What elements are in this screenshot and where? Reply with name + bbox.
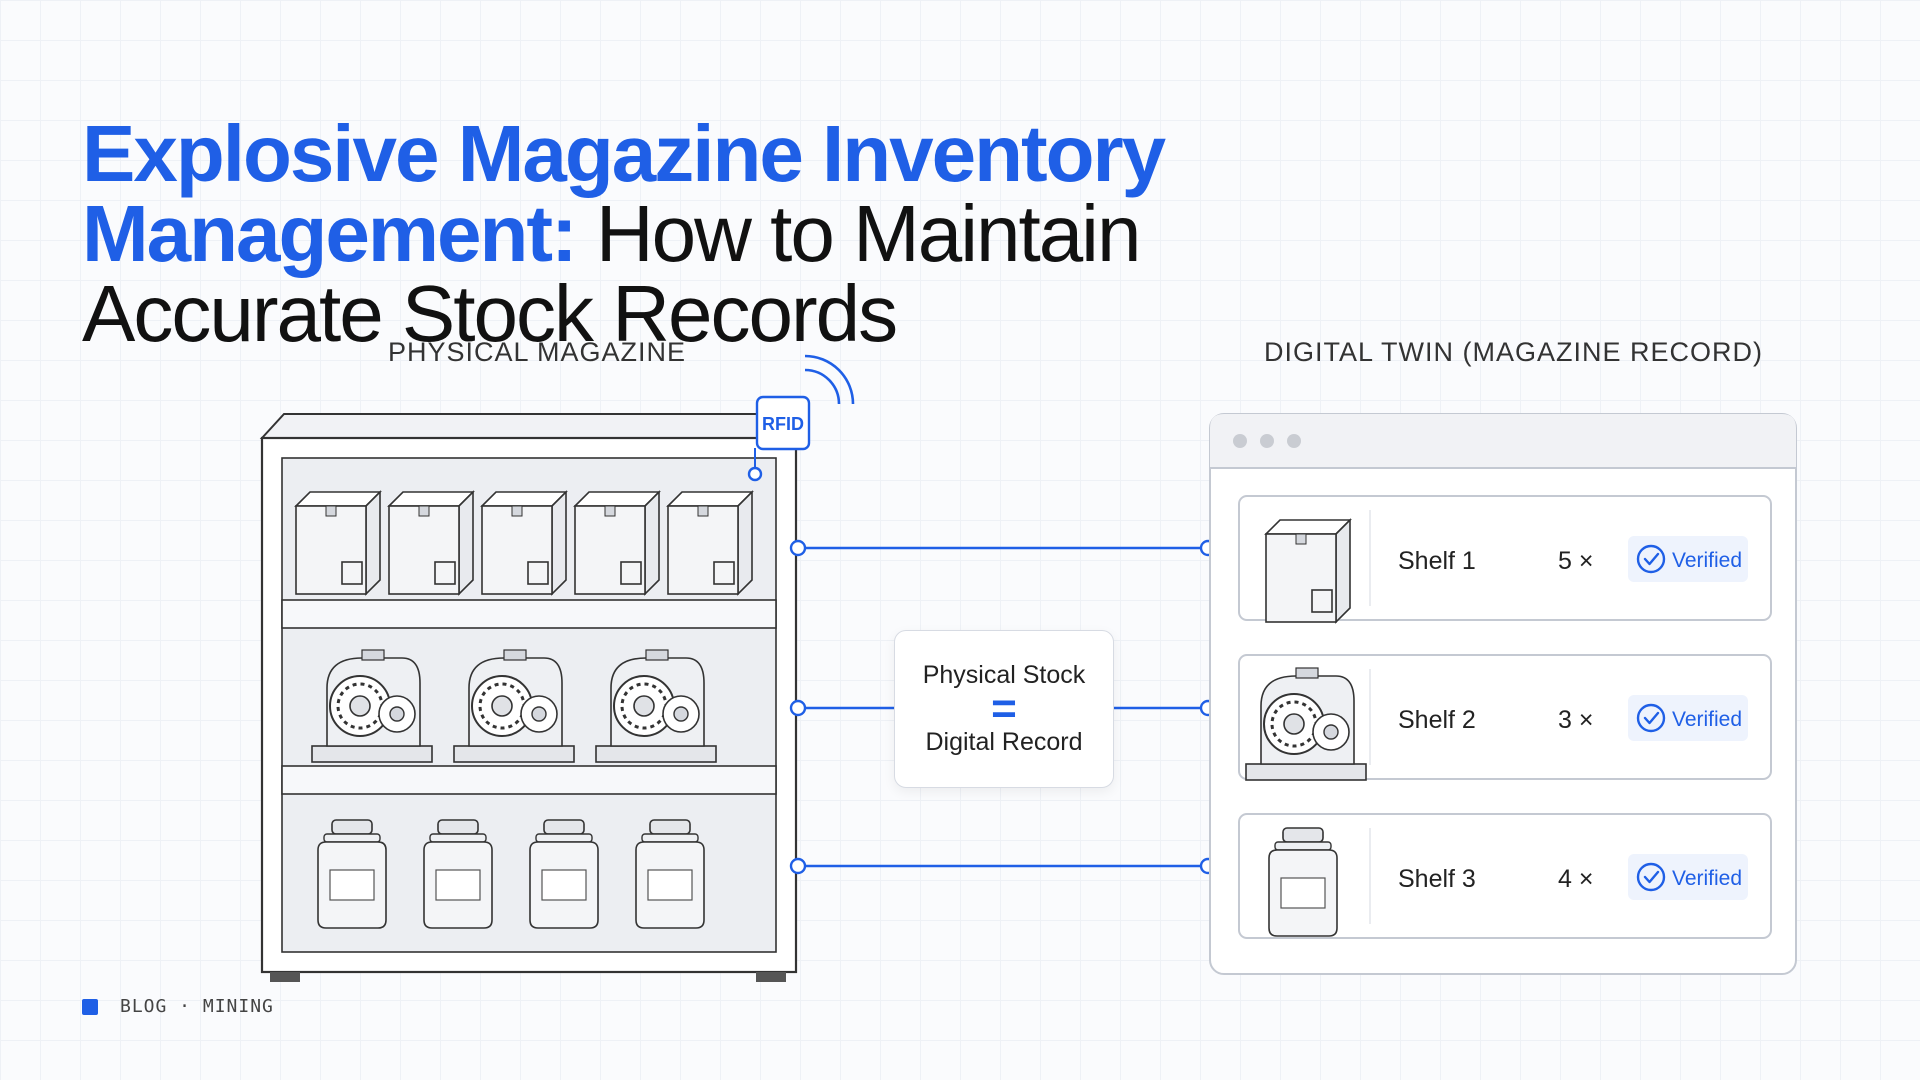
record-count: 3 ×: [1558, 706, 1593, 734]
box-icon: [295, 491, 381, 595]
physical-stock-text: Physical Stock: [922, 661, 1086, 689]
window-dot-icon: [1287, 434, 1301, 448]
record-count: 5 ×: [1558, 547, 1593, 575]
equals-icon: =: [991, 684, 1017, 733]
canister-icon: [1268, 827, 1338, 937]
verified-badge: Verified: [1672, 549, 1742, 572]
footer-label[interactable]: BLOG · MINING: [120, 996, 274, 1017]
record-row-3: Shelf 3 4 × Verified: [1238, 813, 1772, 939]
physical-magazine-label: PHYSICAL MAGAZINE: [388, 337, 687, 367]
canister-icon: [529, 819, 599, 929]
title-highlight: Explosive Magazine Inventory Management:: [82, 108, 1166, 278]
rfid-tag: RFID: [747, 354, 855, 482]
record-shelf-label: Shelf 2: [1398, 706, 1476, 734]
record-count: 4 ×: [1558, 865, 1593, 893]
shelf-1-boxes: [295, 491, 753, 595]
record-shelf-label: Shelf 1: [1398, 547, 1476, 575]
page-title: Explosive Magazine Inventory Management:…: [82, 113, 1282, 354]
brand-square-icon: [82, 998, 98, 1015]
box-icon: [481, 491, 567, 595]
shelf-2-machines: [310, 648, 718, 764]
record-row-1: Shelf 1 5 × Verified: [1238, 495, 1772, 623]
box-icon: [574, 491, 660, 595]
record-shelf-label: Shelf 3: [1398, 865, 1476, 893]
box-icon: [388, 491, 474, 595]
digital-record-text: Digital Record: [925, 728, 1083, 756]
window-dot-icon: [1233, 434, 1247, 448]
footer-category: BLOG · MINING: [82, 996, 274, 1017]
canister-icon: [423, 819, 493, 929]
record-row-2: Shelf 2 3 × Verified: [1238, 654, 1772, 782]
box-icon: [1265, 519, 1351, 623]
verified-badge: Verified: [1672, 708, 1742, 731]
stock-equals-record-card: Physical Stock = Digital Record: [894, 630, 1114, 788]
box-icon: [667, 491, 753, 595]
canister-icon: [317, 819, 387, 929]
connectors: [789, 539, 1217, 875]
title-rest: How to Maintain Accurate Stock Records: [82, 188, 1141, 358]
verified-badge: Verified: [1672, 867, 1742, 890]
digital-twin-label: DIGITAL TWIN (MAGAZINE RECORD): [1264, 337, 1764, 367]
canister-icon: [635, 819, 705, 929]
window-dot-icon: [1260, 434, 1274, 448]
rfid-label: RFID: [762, 414, 804, 434]
rfid-signal-icon: [804, 368, 841, 405]
